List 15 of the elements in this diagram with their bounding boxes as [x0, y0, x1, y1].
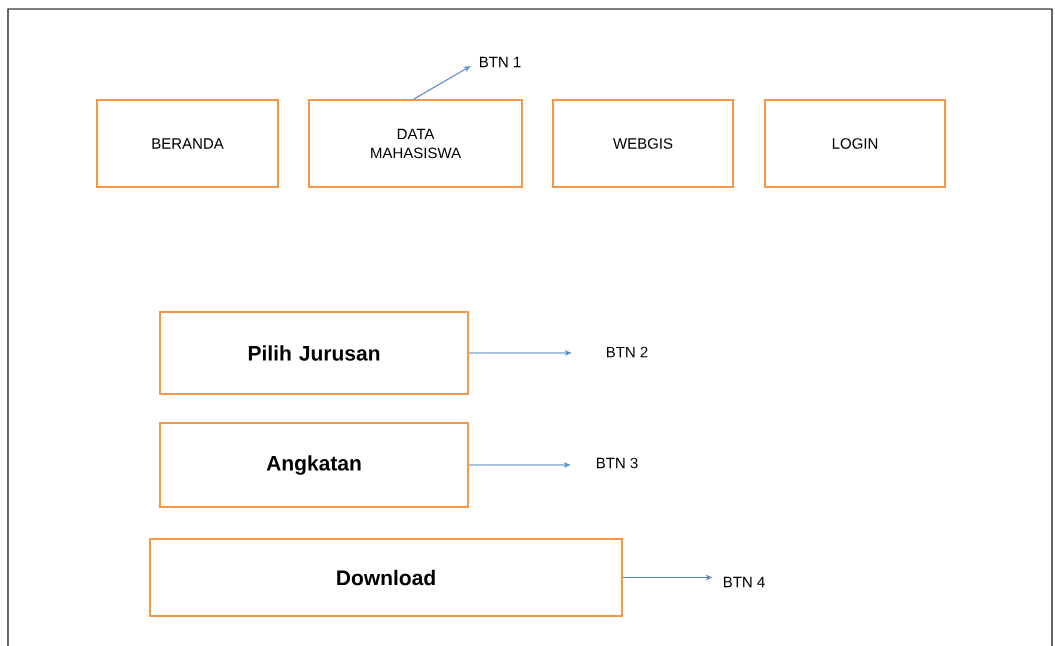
- button-label: BTN 3: [596, 457, 638, 469]
- menu-box: DATA MAHASISWA: [308, 99, 523, 188]
- menu-box: BERANDA: [96, 99, 279, 188]
- arrow: [468, 350, 571, 356]
- button-box: Download: [149, 538, 623, 617]
- button-box: Pilih Jurusan: [159, 311, 469, 395]
- menu-box: WEBGIS: [552, 99, 734, 188]
- arrow: [622, 575, 712, 580]
- menu-box: LOGIN: [764, 99, 946, 188]
- arrow: [413, 66, 471, 100]
- button-label: BTN 2: [607, 346, 648, 358]
- button-box: Angkatan: [159, 422, 469, 508]
- button-label: BTN 4: [724, 576, 765, 588]
- button-label: BTN 1: [479, 56, 521, 68]
- arrow: [468, 462, 570, 468]
